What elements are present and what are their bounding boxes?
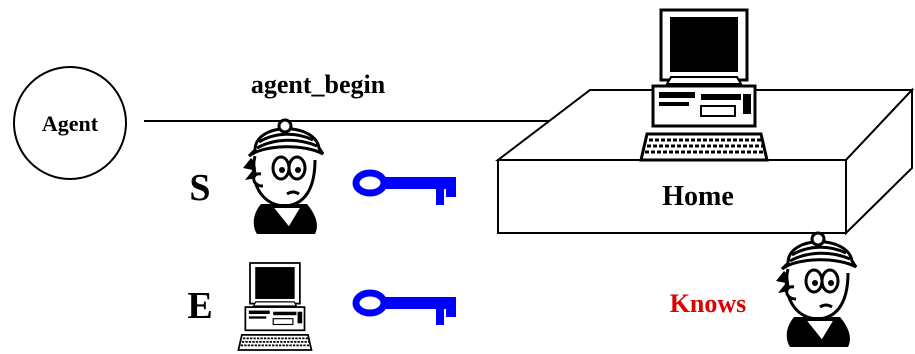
key-icon xyxy=(356,293,456,325)
s-label: S xyxy=(189,167,210,209)
e-label: E xyxy=(187,285,212,327)
key-icon xyxy=(356,173,456,205)
message-label: agent_begin xyxy=(251,70,386,99)
person-icon xyxy=(241,118,325,236)
computer-icon xyxy=(639,8,769,162)
home-label: Home xyxy=(662,181,734,212)
computer-icon xyxy=(237,262,313,351)
person-icon xyxy=(774,231,858,349)
knows-label: Knows xyxy=(670,289,747,318)
agent-label: Agent xyxy=(42,111,99,136)
agent-node xyxy=(13,66,127,180)
